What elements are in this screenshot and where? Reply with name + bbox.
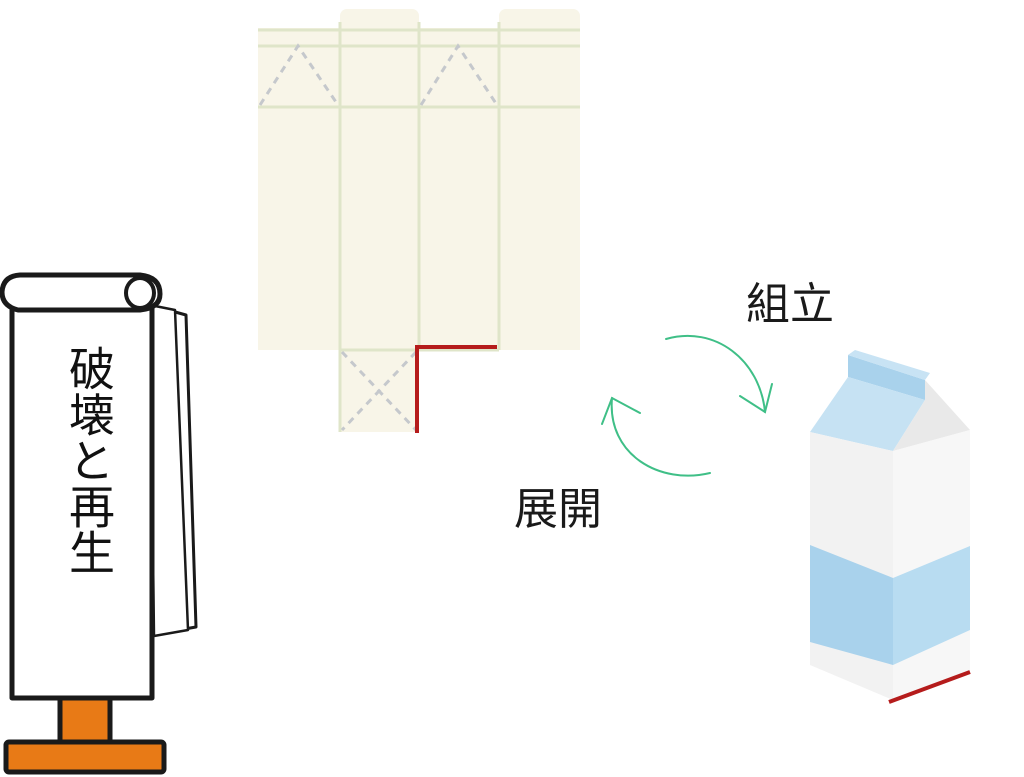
banner-stand	[0, 272, 198, 775]
carton-cut-line	[888, 670, 971, 704]
cycle-arrows	[601, 334, 773, 477]
carton-top-fin-top	[848, 350, 930, 380]
cut-line	[415, 345, 497, 433]
carton-roof-front	[810, 377, 925, 451]
carton-net	[258, 9, 580, 433]
milk-carton	[810, 350, 971, 704]
banner-board	[9, 300, 155, 701]
assemble-label: 組立	[746, 279, 834, 330]
banner-title: 破壊と再生	[62, 345, 116, 575]
banner-roll-end	[124, 276, 156, 310]
banner-stand-base	[3, 739, 167, 775]
net-dashed-folds	[258, 43, 499, 432]
carton-top-fin-front	[848, 355, 925, 400]
carton-band-side	[893, 546, 970, 665]
carton-roof-side	[893, 380, 970, 451]
net-fold-lines	[258, 22, 580, 432]
unfold-arrow	[601, 396, 711, 477]
carton-band-front	[810, 545, 893, 665]
assemble-arrow	[665, 334, 773, 414]
unfold-label: 展開	[514, 484, 602, 535]
